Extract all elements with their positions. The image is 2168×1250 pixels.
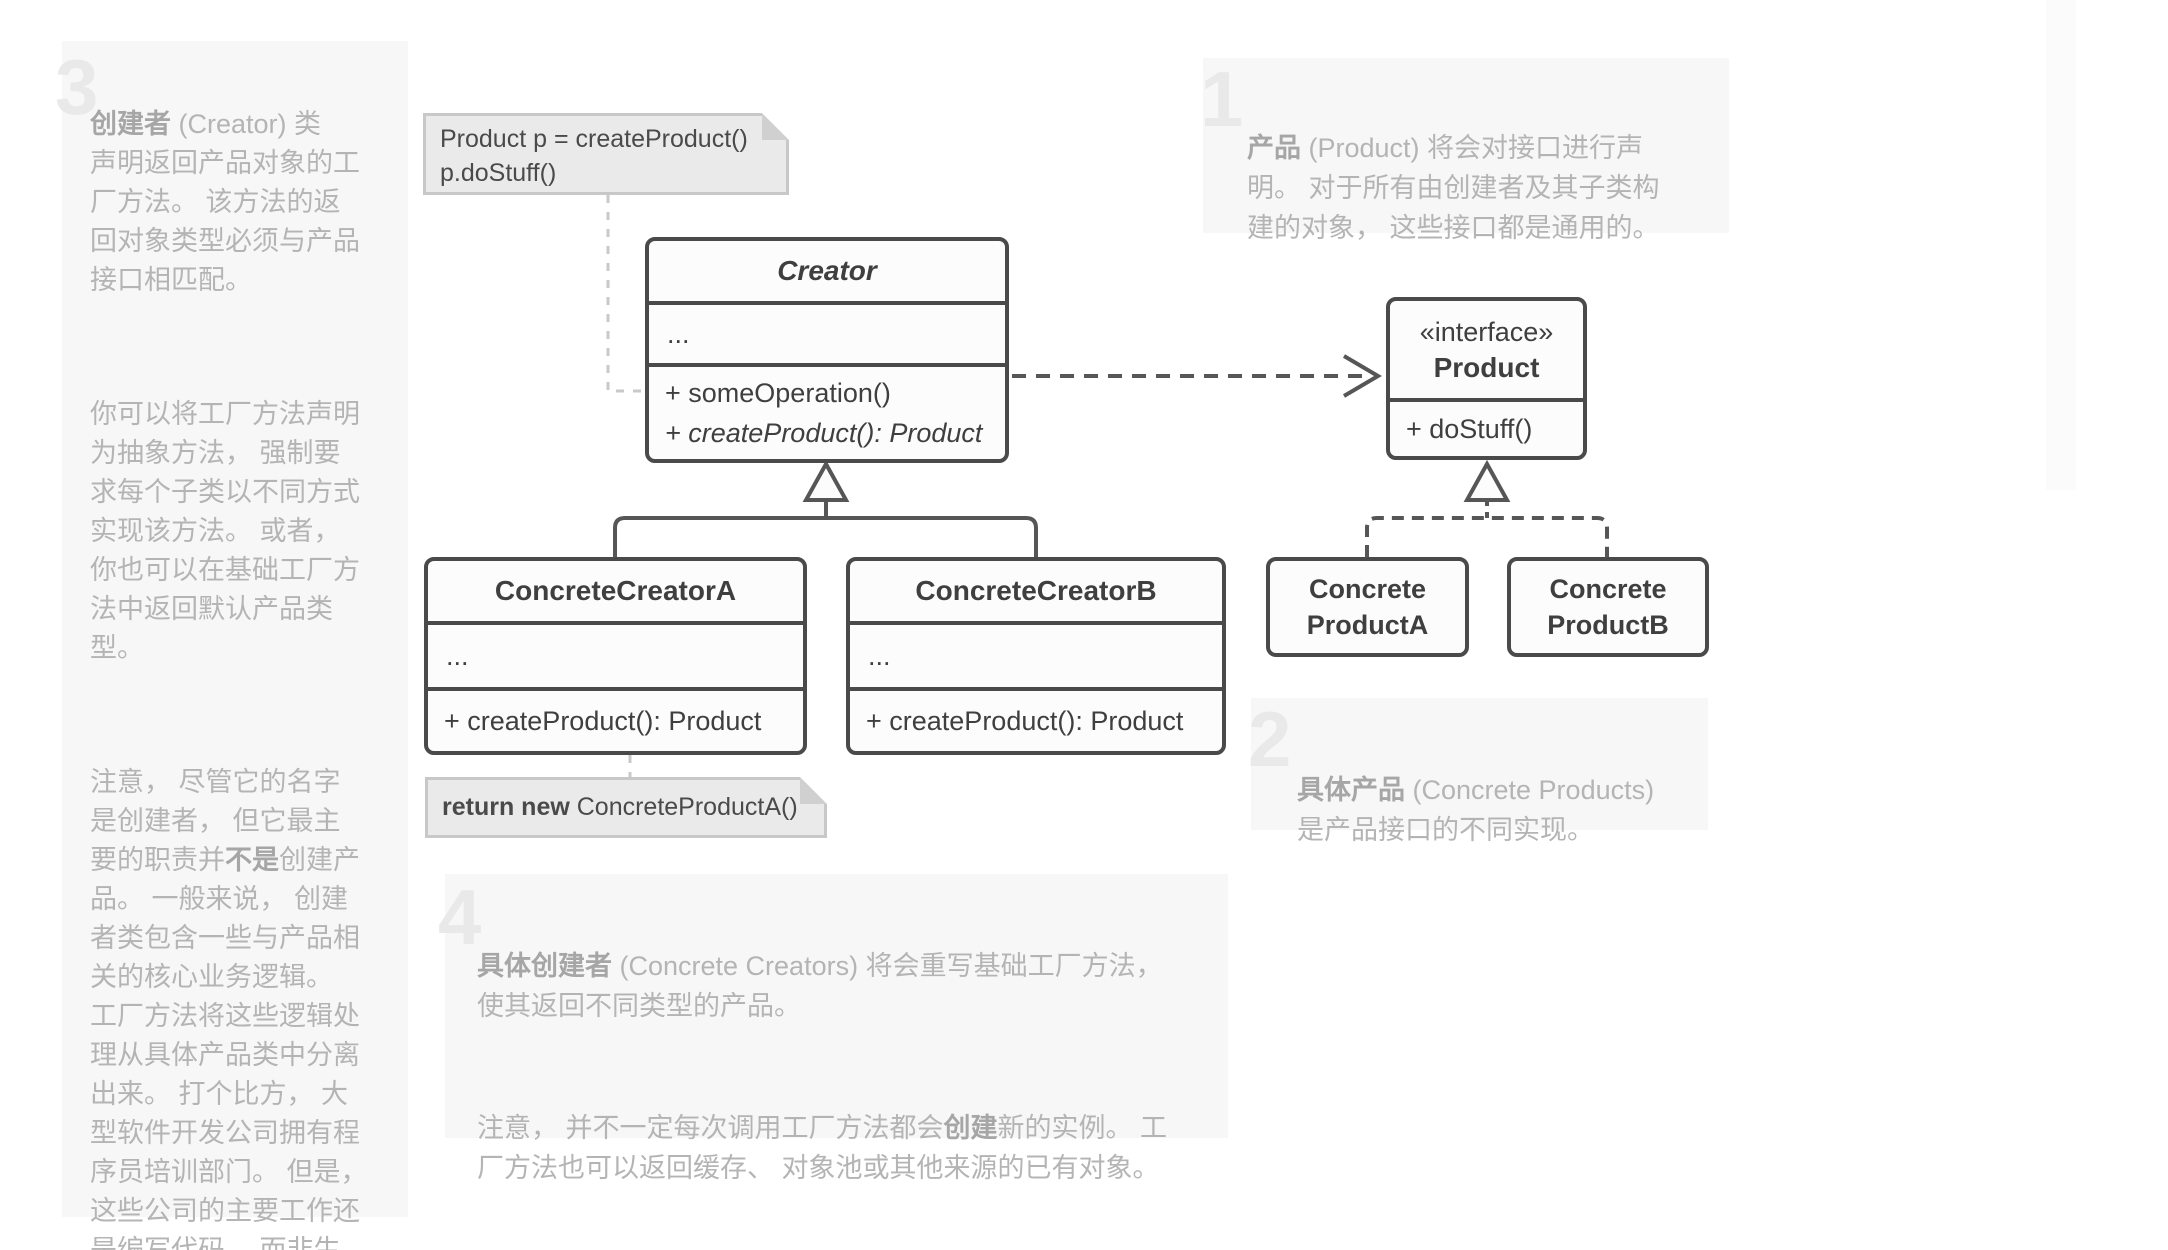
class-title-creator: Creator [777, 255, 877, 286]
annotation-number-1: 1 [1200, 55, 1243, 143]
annotation-bold-word: 不是 [225, 845, 279, 875]
method-create-product-b: + createProduct(): Product [866, 706, 1184, 736]
annotation-number-3: 3 [55, 43, 98, 131]
annotation-body: (Concrete Products) 是产品接口的不同实现。 [1297, 775, 1655, 845]
annotation-paragraph: 创建者 (Creator) 类 声明返回产品对象的工 厂方法。 该方法的返 回对… [90, 105, 408, 300]
annotation-panel-product [1203, 58, 1729, 233]
implementation-connector-products [1365, 516, 1609, 557]
annotation-body: 创建产 品。 一般来说， 创建 者类包含一些与产品相 关的核心业务逻辑。 工厂方… [90, 845, 368, 1250]
class-title-concrete-product-a: Concrete ProductA [1270, 561, 1465, 653]
method-do-stuff: + doStuff() [1406, 414, 1533, 444]
note-client-code: Product p = createProduct() p.doStuff() [423, 113, 789, 195]
class-title-line: Concrete [1549, 574, 1667, 604]
class-methods-concrete-creator-a: + createProduct(): Product [428, 687, 803, 751]
annotation-number-2: 2 [1248, 695, 1291, 783]
annotation-paragraph: 你可以将工厂方法声明 为抽象方法， 强制要 求每个子类以不同方式 实现该方法。 … [90, 399, 360, 663]
annotation-paragraph: 注意， 尽管它的名字 是创建者， 但它最主 要的职责并不是创建产 品。 一般来说… [90, 763, 408, 1250]
annotation-body: 新的实例。 工 厂方法也可以返回缓存、 对象池或其他来源的已有对象。 [477, 1113, 1168, 1183]
note-bold-keywords: return new [442, 793, 570, 821]
dependency-arrowhead-icon [1342, 354, 1382, 398]
annotation-body: 注意， 并不一定每次调用工厂方法都会 [477, 1113, 944, 1143]
inheritance-triangle-icon [802, 459, 850, 502]
class-title-line: ProductA [1306, 610, 1429, 640]
class-title-line: ProductB [1547, 610, 1669, 640]
method-create-product-a: + createProduct(): Product [444, 706, 762, 736]
class-box-concrete-product-a: Concrete ProductA [1266, 557, 1469, 657]
page-edge-strip [2046, 0, 2076, 490]
annotation-bold-word: 创建 [943, 1113, 998, 1143]
interface-methods-product: + doStuff() [1390, 398, 1583, 456]
annotation-term: 具体创建者 [477, 951, 612, 981]
class-methods-creator: + someOperation() + createProduct(): Pro… [649, 363, 1005, 459]
annotation-panel-creator [62, 41, 408, 1217]
class-fields-concrete-creator-a: ... [428, 621, 803, 687]
method-create-product-abstract: + createProduct(): Product [665, 418, 983, 448]
interface-title-product: «interface» Product [1390, 301, 1583, 398]
class-box-creator: Creator ... + someOperation() + createPr… [645, 237, 1009, 463]
annotation-body: (Creator) 类 声明返回产品对象的工 厂方法。 该方法的返 回对象类型必… [90, 109, 360, 295]
interface-stereotype: «interface» [1419, 316, 1554, 347]
annotation-term: 具体产品 [1297, 775, 1405, 805]
implementation-triangle-icon [1463, 459, 1511, 502]
annotation-term: 产品 [1247, 133, 1301, 163]
annotation-panel-concrete-creators [445, 874, 1228, 1138]
interface-box-product: «interface» Product + doStuff() [1386, 297, 1587, 460]
annotation-paragraph: 具体创建者 (Concrete Creators) 将会重写基础工厂方法， 使其… [477, 946, 1217, 1026]
annotation-body: (Concrete Creators) 将会重写基础工厂方法， 使其返回不同类型… [477, 951, 1163, 1021]
class-title-concrete-creator-a: ConcreteCreatorA [494, 575, 737, 606]
note-fold-corner-icon [800, 777, 827, 804]
annotation-text-product: 产品 (Product) 将会对接口进行声 明。 对于所有由创建者及其子类构 建… [1247, 88, 1717, 248]
annotation-text-creator: 创建者 (Creator) 类 声明返回产品对象的工 厂方法。 该方法的返 回对… [90, 66, 408, 1250]
annotation-panel-concrete-products [1251, 698, 1708, 830]
note-factory-return: return new ConcreteProductA() [425, 777, 827, 838]
class-fields-concrete-creator-b: ... [850, 621, 1222, 687]
interface-name: Product [1433, 351, 1540, 383]
annotation-text-concrete-products: 具体产品 (Concrete Products) 是产品接口的不同实现。 [1297, 730, 1697, 850]
inheritance-connector-creators [613, 516, 1038, 557]
note-fold-corner-icon [762, 113, 789, 140]
annotation-paragraph: 注意， 并不一定每次调用工厂方法都会创建新的实例。 工 厂方法也可以返回缓存、 … [477, 1108, 1217, 1188]
class-title-line: Concrete [1308, 574, 1427, 604]
annotation-body: (Product) 将会对接口进行声 明。 对于所有由创建者及其子类构 建的对象… [1247, 133, 1660, 243]
annotation-body: 注意， 尽管它的名字 是创建者， 但它最主 要的职责并 [90, 767, 341, 875]
class-title-concrete-product-b: Concrete ProductB [1511, 561, 1705, 653]
note-factory-return-text: return new ConcreteProductA() [428, 780, 824, 835]
class-methods-concrete-creator-b: + createProduct(): Product [850, 687, 1222, 751]
annotation-number-4: 4 [438, 873, 481, 961]
class-title-concrete-creator-b: ConcreteCreatorB [915, 575, 1157, 606]
class-box-concrete-creator-a: ConcreteCreatorA ... + createProduct(): … [424, 557, 807, 755]
method-some-operation: + someOperation() [665, 378, 891, 408]
annotation-text-concrete-creators: 具体创建者 (Concrete Creators) 将会重写基础工厂方法， 使其… [477, 906, 1217, 1250]
class-box-concrete-creator-b: ConcreteCreatorB ... + createProduct(): … [846, 557, 1226, 755]
note-rest: ConcreteProductA() [569, 793, 798, 821]
class-fields-creator: ... [649, 301, 1005, 363]
annotation-term: 创建者 [90, 109, 171, 139]
note-client-connector [606, 195, 643, 393]
class-box-concrete-product-b: Concrete ProductB [1507, 557, 1709, 657]
note-client-code-text: Product p = createProduct() p.doStuff() [440, 125, 748, 187]
